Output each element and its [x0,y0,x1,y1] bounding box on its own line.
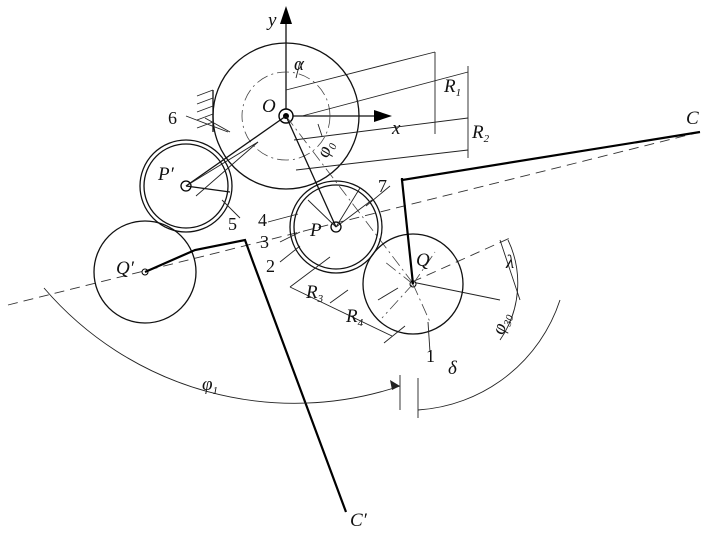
links [185,115,373,228]
part-6-label: 6 [168,108,177,128]
part-7-label: 7 [378,176,387,196]
part-4-label: 4 [258,210,267,230]
delta-label: δ [448,358,458,379]
arm-q-c [400,130,701,285]
planet-p-prime-outer [139,139,233,233]
q-label: Q [416,250,430,271]
arm-q-prime-c-prime [144,238,348,513]
phi30-label: φ30 [488,310,517,338]
q-radial-marks [381,251,436,323]
leader-lines [185,61,431,353]
ground-hatch [196,89,231,133]
r1-label: R1 [443,76,461,99]
r1-ref-extension [301,71,469,117]
c-prime-label: C′ [350,510,368,531]
r3-label: R3 [305,282,324,305]
part-1-label: 1 [426,346,435,366]
p-prime-label: P′ [157,164,175,185]
phi1-label: φ1 [202,374,218,397]
wheel-q [362,233,464,335]
lambda-label: λ [505,252,514,273]
wheel-q-prime [93,220,197,324]
x-axis-label: x [391,118,401,139]
y-axis-label: y [266,10,277,31]
planet-p-inner [293,184,379,270]
part-5-label: 5 [228,214,237,234]
q-horizontal-ref [411,281,501,301]
r3-r4-dimension [289,256,406,344]
p-label: P [309,220,322,241]
part-3-label: 3 [260,232,269,252]
dashed-center-line [7,131,701,306]
r2-label: R2 [471,122,490,145]
c-label: C [686,108,699,129]
r2-lower-extension [295,149,469,171]
lambda-ref [499,239,521,301]
r4-label: R4 [345,306,364,329]
part-2-label: 2 [266,256,275,276]
x-axis [286,110,392,122]
sun-pitch-circle [241,71,331,161]
y-axis [280,6,292,116]
alpha-label: α [294,54,305,75]
r1-upper-extension [285,51,436,91]
planet-p-outer [289,180,383,274]
delta-arc [417,299,561,411]
planet-p-prime-inner [143,143,229,229]
o-label: O [262,96,276,117]
o-q-center-line [285,115,413,283]
r2-ref-extension [293,117,469,141]
phi0-label: φ0 [313,138,340,161]
phi1-arc [43,287,401,404]
q-prime-label: Q′ [116,258,135,279]
q-dashed-ray [411,237,511,283]
